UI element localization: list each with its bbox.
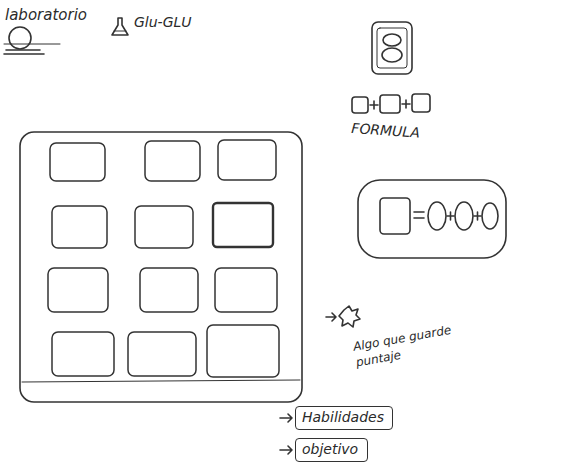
menu-box: objetivo: [295, 438, 368, 462]
menu-text: Habilidades: [302, 409, 386, 425]
game-title: Glu-GLU: [134, 14, 192, 30]
score-note: Algo que guarde puntaje: [352, 320, 474, 371]
menu-box: Habilidades: [295, 406, 393, 430]
title-label: laboratorio: [5, 6, 87, 24]
formula-label: FORMULA: [351, 120, 420, 141]
menu-text: objetivo: [302, 441, 361, 457]
